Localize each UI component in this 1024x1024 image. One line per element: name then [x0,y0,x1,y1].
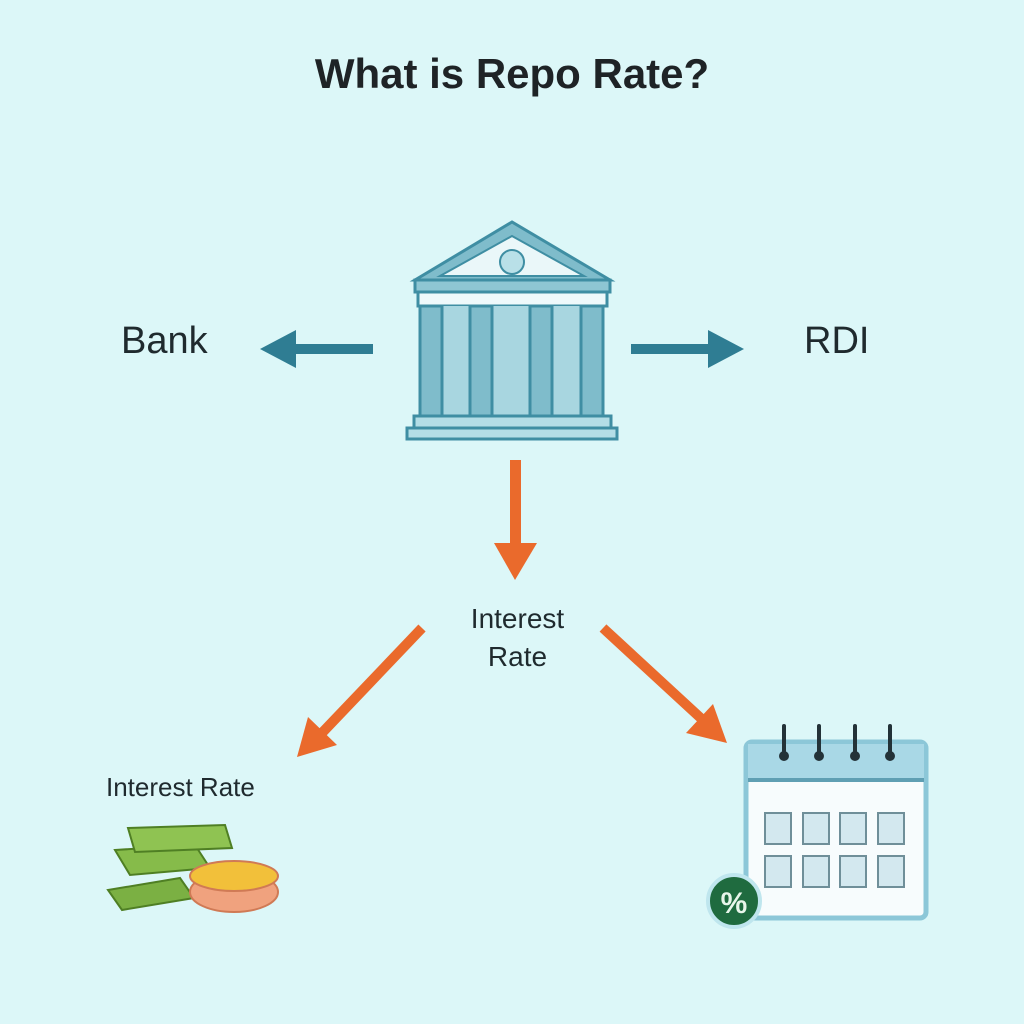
arrow-right-icon [631,330,744,368]
rdi-label: RDI [804,320,870,362]
bank-building-icon [405,220,619,441]
percent-badge-icon: % [706,873,762,929]
interest-rate-center-label: Interest Rate [430,600,605,676]
bank-label: Bank [121,320,208,362]
page-title: What is Repo Rate? [314,50,710,97]
money-icon [106,823,279,913]
arrow-down-right-icon [599,624,727,743]
interest-rate-line2: Rate [487,641,548,672]
interest-rate-left-label: Interest Rate [106,772,255,802]
calendar-icon [743,724,929,921]
percent-symbol: % [721,887,748,920]
arrow-down-left-icon [297,624,426,757]
interest-rate-line1: Interest [470,603,565,634]
arrow-left-icon [260,330,373,368]
arrow-down-icon [494,460,537,580]
